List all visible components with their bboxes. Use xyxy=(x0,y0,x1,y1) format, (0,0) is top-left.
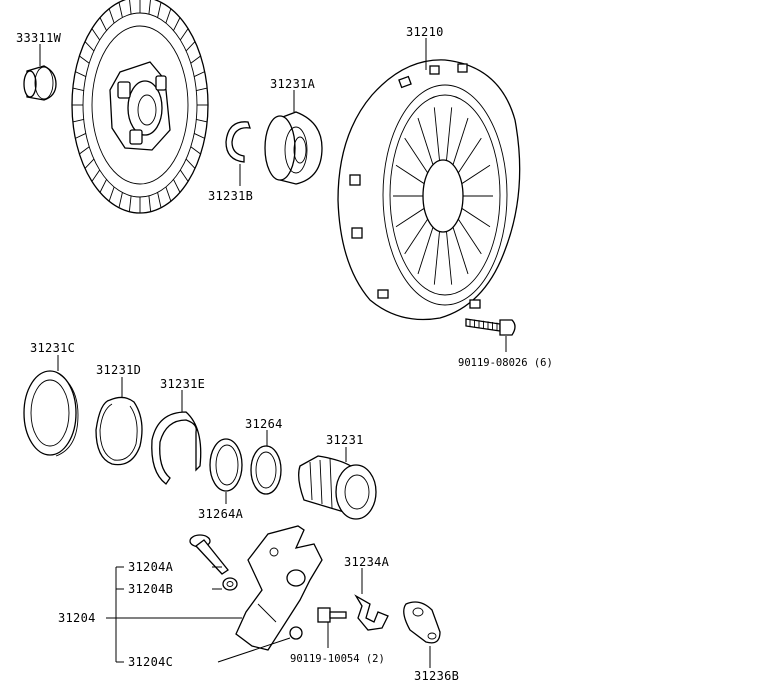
disc-facing-segment xyxy=(79,146,90,155)
disc-facing-segment xyxy=(118,192,123,208)
snap-ring[interactable] xyxy=(151,411,202,485)
disc-facing-segment xyxy=(173,179,181,193)
fork-pin[interactable] xyxy=(189,534,229,575)
disc-facing-segment xyxy=(118,2,123,18)
diaphragm-finger xyxy=(446,107,453,161)
fork-bolt[interactable] xyxy=(317,607,347,623)
disc-facing-segment xyxy=(148,0,151,15)
label-31204A: 31204A xyxy=(128,560,174,574)
disc-facing-segment xyxy=(196,87,208,92)
label-31231: 31231 xyxy=(326,433,364,447)
disc-facing-segment xyxy=(128,195,132,212)
label-31264A: 31264A xyxy=(198,507,244,521)
spring-ring[interactable] xyxy=(95,396,143,466)
disc-facing-segment xyxy=(190,146,201,155)
disc-facing-segment xyxy=(99,179,107,193)
disc-facing-segment xyxy=(190,55,201,64)
label-31210: 31210 xyxy=(406,25,444,39)
disc-facing-segment xyxy=(79,55,90,64)
disc-facing-segment xyxy=(84,158,95,169)
fork-pivot[interactable] xyxy=(403,601,441,644)
disc-facing-segment xyxy=(72,118,84,123)
disc-facing-segment xyxy=(157,2,162,18)
disc-facing-segment xyxy=(196,118,208,123)
diaphragm-finger xyxy=(395,164,425,185)
disc-facing-segment xyxy=(108,8,115,24)
diaphragm-finger xyxy=(395,207,425,228)
label-90119-10054: 90119-10054 (2) xyxy=(290,653,385,665)
disc-facing-segment xyxy=(194,71,205,77)
disc-facing-segment xyxy=(165,8,172,24)
disc-facing-segment xyxy=(185,158,196,169)
diaphragm-finger xyxy=(404,218,429,255)
label-31234A: 31234A xyxy=(344,555,390,569)
diaphragm-finger xyxy=(452,227,469,275)
disc-facing-segment xyxy=(165,186,172,202)
label-31231C: 31231C xyxy=(30,341,75,355)
label-31231A: 31231A xyxy=(270,77,316,91)
disc-facing-segment xyxy=(108,186,115,202)
disc-facing-segment xyxy=(75,71,86,77)
disc-facing-segment xyxy=(185,41,196,52)
label-31204B: 31204B xyxy=(128,582,173,596)
clutch-disc[interactable] xyxy=(71,0,209,214)
disc-facing-segment xyxy=(148,195,152,212)
label-90119-08026: 90119-08026 (6) xyxy=(458,357,553,369)
diaphragm-finger xyxy=(461,207,491,228)
disc-facing-segment xyxy=(91,28,101,41)
diaphragm-finger xyxy=(417,117,434,165)
cover-bolt[interactable] xyxy=(465,318,516,336)
fork-group-bracket xyxy=(106,566,291,663)
disc-facing-segment xyxy=(179,169,189,182)
oil-seal[interactable] xyxy=(23,370,79,457)
diaphragm-finger xyxy=(404,137,429,174)
shim-ring-a[interactable] xyxy=(209,438,243,492)
diaphragm-finger xyxy=(457,137,482,174)
disc-facing-segment xyxy=(179,28,189,41)
diaphragm-finger xyxy=(417,227,434,275)
label-31231B: 31231B xyxy=(208,189,253,203)
disc-facing-segment xyxy=(75,133,86,139)
disc-facing-segment xyxy=(99,17,107,31)
disc-facing-segment xyxy=(84,41,95,52)
diaphragm-finger xyxy=(433,231,440,285)
release-fork[interactable] xyxy=(235,525,323,651)
release-bearing[interactable] xyxy=(264,111,323,185)
label-33311W: 33311W xyxy=(16,31,62,45)
pilot-bearing[interactable] xyxy=(23,65,57,101)
clutch-cover[interactable] xyxy=(337,59,521,321)
disc-facing-segment xyxy=(157,192,162,208)
diaphragm-finger xyxy=(461,164,491,185)
disc-facing-segment xyxy=(129,0,132,15)
label-31231E: 31231E xyxy=(160,377,205,391)
retaining-clip[interactable] xyxy=(225,121,251,163)
label-31231D: 31231D xyxy=(96,363,141,377)
diaphragm-finger xyxy=(452,117,469,165)
disc-facing-segment xyxy=(194,133,205,139)
diaphragm-finger xyxy=(457,218,482,255)
label-31236B: 31236B xyxy=(414,669,459,683)
diaphragm-finger xyxy=(433,107,440,161)
fork-washer[interactable] xyxy=(222,577,238,591)
ring-31264[interactable] xyxy=(250,445,282,495)
disc-facing-segment xyxy=(72,87,84,92)
label-31204C: 31204C xyxy=(128,655,173,669)
fork-spring-clip[interactable] xyxy=(354,594,389,631)
label-31204: 31204 xyxy=(58,611,96,625)
label-31264: 31264 xyxy=(245,417,283,431)
diaphragm-finger xyxy=(446,231,453,285)
disc-facing-segment xyxy=(91,169,101,182)
disc-facing-segment xyxy=(173,17,181,31)
release-hub[interactable] xyxy=(298,455,377,520)
